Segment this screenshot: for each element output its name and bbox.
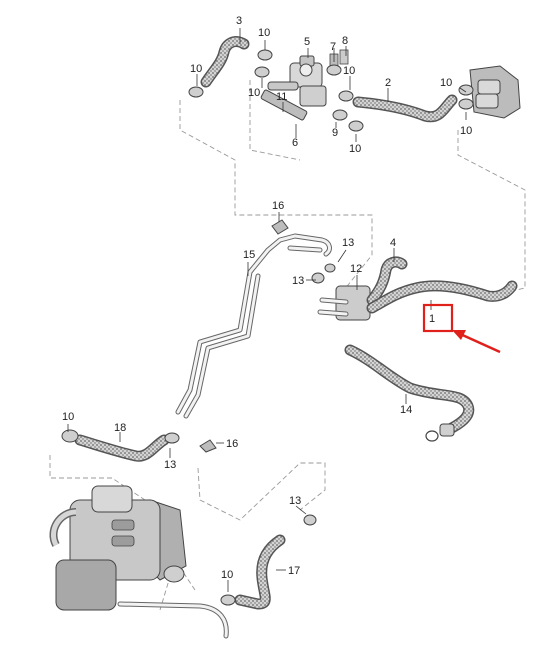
highlight-box [422, 303, 454, 333]
hose-part-1 [366, 280, 518, 314]
clip-part-16-upper [271, 219, 289, 235]
label-part-10: 10 [221, 569, 233, 581]
label-part-10: 10 [343, 65, 355, 77]
label-part-2: 2 [385, 77, 391, 89]
hose-part-17 [220, 514, 317, 610]
hose-part-3 [188, 36, 250, 98]
part-1-highlight [422, 303, 501, 354]
label-part-18: 18 [114, 422, 126, 434]
pipe-part-15 [175, 233, 332, 419]
hose-part-2 [352, 94, 458, 123]
label-part-5: 5 [304, 36, 310, 48]
auxiliary-heater-unit [49, 485, 229, 639]
label-part-10: 10 [349, 143, 361, 155]
connector-flange-assembly [311, 256, 408, 321]
label-part-14: 14 [400, 404, 412, 416]
label-part-3: 3 [236, 15, 242, 27]
label-part-8: 8 [342, 35, 348, 47]
label-part-13: 13 [289, 495, 301, 507]
label-part-10: 10 [258, 27, 270, 39]
highlight-arrow-head [452, 330, 466, 340]
label-part-4: 4 [390, 237, 396, 249]
label-part-13: 13 [342, 237, 354, 249]
label-part-12: 12 [350, 263, 362, 275]
label-part-10: 10 [190, 63, 202, 75]
hose-part-14 [344, 344, 475, 442]
label-part-13: 13 [292, 275, 304, 287]
label-part-7: 7 [330, 41, 336, 53]
highlight-arrow [457, 331, 501, 354]
label-part-9: 9 [332, 127, 338, 139]
label-part-10: 10 [440, 77, 452, 89]
label-part-11: 11 [276, 91, 287, 103]
label-part-13: 13 [164, 459, 176, 471]
label-part-16: 16 [226, 438, 238, 450]
clip-part-16-lower [199, 439, 217, 453]
label-part-15: 15 [243, 249, 255, 261]
label-part-10: 10 [62, 411, 74, 423]
label-part-16: 16 [272, 200, 284, 212]
bulkhead-grommet [458, 65, 521, 119]
part-labels: 3 10 5 7 8 10 10 2 10 10 11 9 6 10 10 16… [62, 15, 472, 581]
label-part-1: 1 [429, 313, 435, 325]
label-part-6: 6 [292, 137, 298, 149]
hose-part-18 [61, 429, 180, 462]
coolant-valve-assembly [254, 49, 364, 132]
label-part-10: 10 [248, 87, 260, 99]
label-part-10: 10 [460, 125, 472, 137]
leader-lines [67, 28, 467, 592]
label-part-17: 17 [288, 565, 300, 577]
